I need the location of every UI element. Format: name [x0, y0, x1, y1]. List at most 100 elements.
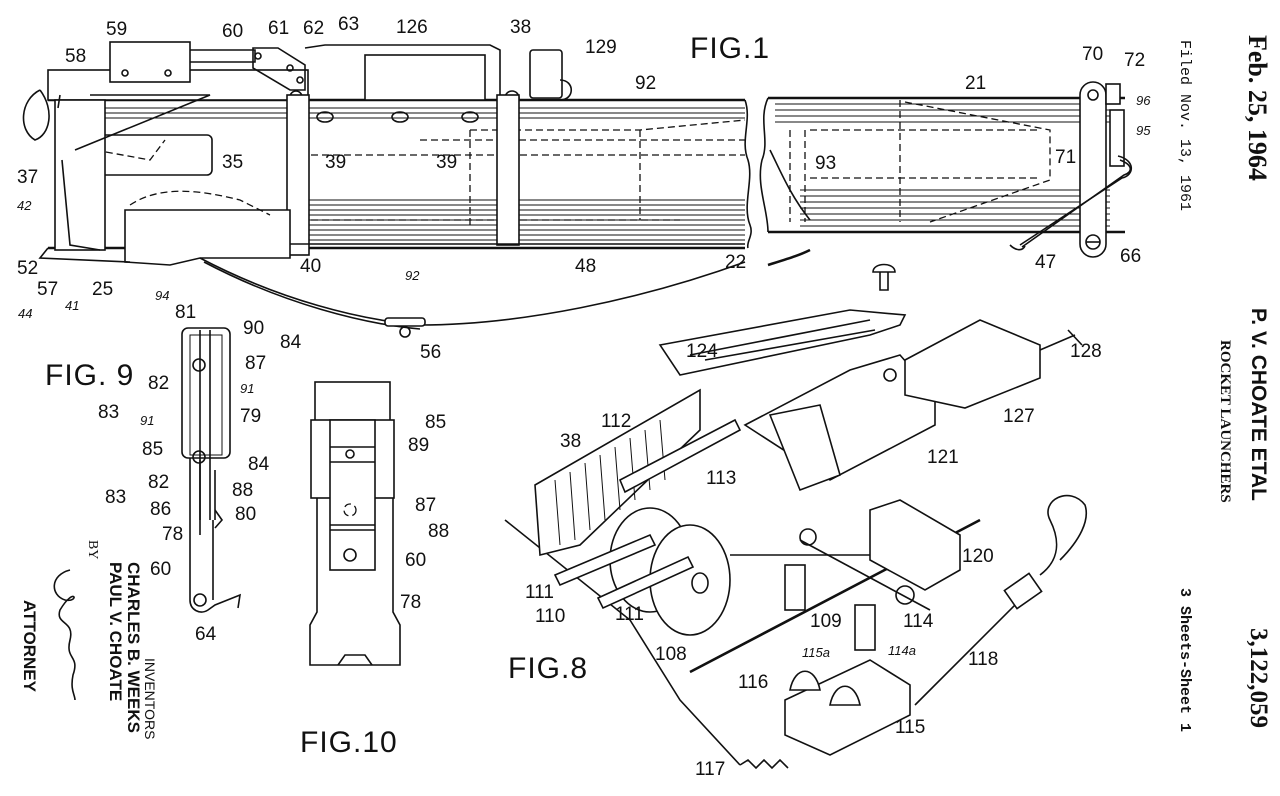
- fig1-top-assembly: [22, 41, 811, 338]
- ref-label: 59: [106, 19, 127, 40]
- fig1-tube-right: [759, 81, 1133, 291]
- fig9-caption: FIG. 9: [45, 359, 134, 392]
- fig10-caption: FIG.10: [300, 726, 398, 759]
- filed-date: Filed Nov. 13, 1961: [1176, 40, 1193, 212]
- ref-label: 61: [268, 18, 289, 39]
- ref-label: 52: [17, 258, 38, 279]
- fig10-labels: 85 89 87 88 60 78: [400, 412, 449, 613]
- ref-label: 40: [300, 256, 321, 277]
- ref-label: 113: [706, 468, 736, 489]
- fig10-drawing: [309, 381, 401, 666]
- ref-label: 63: [338, 14, 359, 35]
- ref-label: 87: [415, 495, 436, 516]
- ref-label: 115: [895, 717, 925, 738]
- ref-label: 39: [436, 152, 457, 173]
- patent-number: 3,122,059: [1245, 628, 1272, 728]
- ref-label: 21: [965, 73, 986, 94]
- ref-label: 110: [535, 606, 565, 627]
- ref-label: 42: [17, 198, 32, 213]
- ref-label: 84: [280, 332, 302, 353]
- ref-label: 60: [222, 21, 243, 42]
- ref-label: 95: [1136, 123, 1151, 138]
- ref-label: 89: [408, 435, 429, 456]
- fig1-caption: FIG.1: [690, 32, 770, 65]
- ref-label: 96: [1136, 93, 1151, 108]
- ref-label: 111: [615, 604, 644, 625]
- ref-label: 81: [175, 302, 196, 323]
- ref-label: 22: [725, 252, 746, 273]
- ref-label: 94: [155, 288, 169, 303]
- ref-label: 60: [405, 550, 426, 571]
- sheet-count: 3 Sheets-Sheet 1: [1176, 588, 1193, 733]
- ref-label: 62: [303, 18, 324, 39]
- ref-label: 116: [738, 672, 768, 693]
- ref-label: 48: [575, 256, 596, 277]
- ref-label: 111: [525, 582, 554, 603]
- inventors-label: INVENTORS: [142, 658, 158, 740]
- ref-label: 112: [601, 411, 631, 432]
- fig9-drawing: [181, 327, 242, 613]
- ref-label: 38: [560, 431, 581, 452]
- ref-label: 37: [17, 167, 38, 188]
- ref-label: 90: [243, 318, 264, 339]
- attorney-label: ATTORNEY: [20, 600, 39, 692]
- ref-label: 88: [232, 480, 253, 501]
- ref-label: 44: [18, 306, 32, 321]
- ref-label: 85: [142, 439, 163, 460]
- ref-label: 60: [150, 559, 171, 580]
- ref-label: 114a: [888, 643, 916, 658]
- inventor-line: P. V. CHOATE ETAL: [1247, 308, 1270, 501]
- ref-label: 71: [1055, 147, 1076, 168]
- by-label: BY: [85, 540, 100, 560]
- ref-label: 35: [222, 152, 243, 173]
- ref-label: 87: [245, 353, 266, 374]
- ref-label: 118: [968, 649, 998, 670]
- ref-label: 70: [1082, 44, 1103, 65]
- ref-label: 109: [810, 611, 842, 632]
- ref-label: 121: [927, 447, 959, 468]
- ref-label: 47: [1035, 252, 1056, 273]
- ref-label: 66: [1120, 246, 1141, 267]
- ref-label: 79: [240, 406, 261, 427]
- ref-label: 78: [400, 592, 421, 613]
- ref-label: 108: [655, 644, 687, 665]
- ref-label: 92: [405, 268, 420, 283]
- inventor-name-2: PAUL V. CHOATE: [106, 562, 125, 702]
- ref-label: 58: [65, 46, 86, 67]
- ref-label: 72: [1124, 50, 1145, 71]
- ref-label: 82: [148, 373, 169, 394]
- ref-label: 91: [140, 413, 154, 428]
- fig9-labels: 81 90 84 87 82 91 83 79 91 85 84 82 83 8…: [98, 302, 302, 645]
- ref-label: 88: [428, 521, 449, 542]
- patent-title: ROCKET LAUNCHERS: [1217, 340, 1233, 503]
- ref-label: 93: [815, 153, 836, 174]
- fig1-drawing: [22, 41, 1133, 338]
- ref-label: 127: [1003, 406, 1035, 427]
- patent-date: Feb. 25, 1964: [1243, 35, 1272, 181]
- ref-label: 78: [162, 524, 183, 545]
- ref-label: 80: [235, 504, 256, 525]
- ref-label: 39: [325, 152, 346, 173]
- ref-label: 124: [686, 341, 718, 362]
- ref-label: 86: [150, 499, 171, 520]
- ref-label: 120: [962, 546, 994, 567]
- fig8-caption: FIG.8: [508, 652, 588, 685]
- ref-label: 84: [248, 454, 270, 475]
- ref-label: 92: [635, 73, 656, 94]
- fig8-labels: 124 128 112 38 113 121 127 120 111 110 1…: [525, 341, 1102, 780]
- ref-label: 126: [396, 17, 428, 38]
- ref-label: 56: [420, 342, 441, 363]
- ref-label: 83: [98, 402, 119, 423]
- ref-label: 82: [148, 472, 169, 493]
- ref-label: 83: [105, 487, 126, 508]
- fig1-labels: 59 60 61 62 63 126 38 129 58 92 21 70 72…: [17, 14, 1151, 363]
- ref-label: 57: [37, 279, 58, 300]
- ref-label: 25: [92, 279, 113, 300]
- attorney-signature: [53, 569, 76, 701]
- ref-label: 128: [1070, 341, 1102, 362]
- fig8-drawing: [504, 309, 1087, 770]
- ref-label: 64: [195, 624, 217, 645]
- ref-label: 38: [510, 17, 531, 38]
